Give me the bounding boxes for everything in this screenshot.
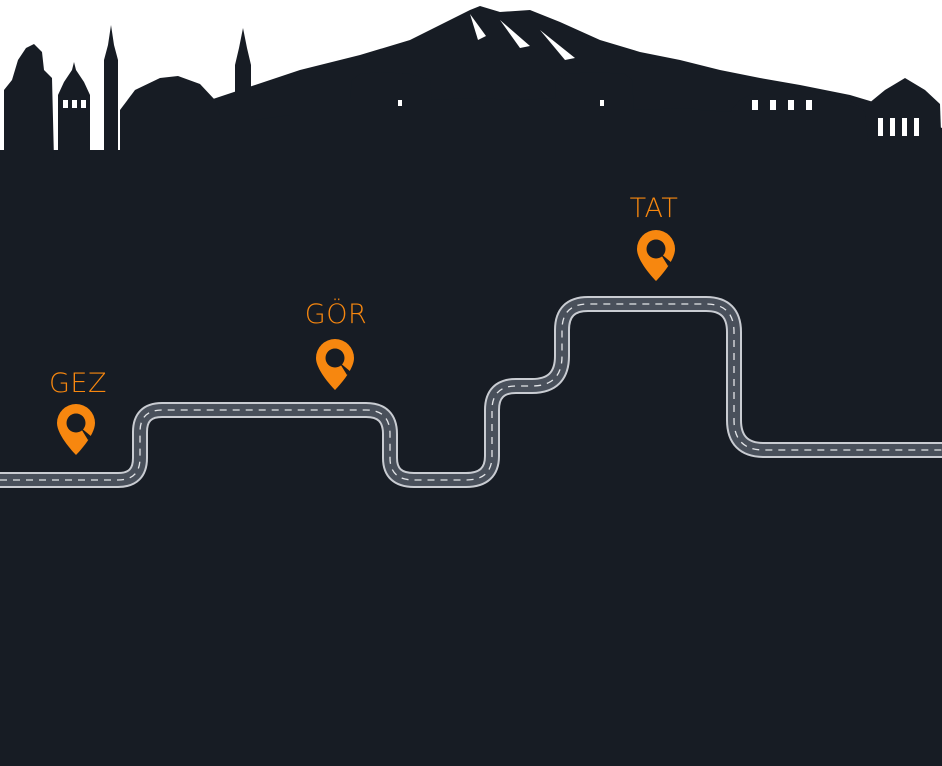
stop-label-gor: GÖR bbox=[304, 299, 368, 330]
location-pin-icon[interactable] bbox=[634, 228, 678, 284]
stop-label-tat: TAT bbox=[629, 193, 679, 224]
skyline-details bbox=[63, 14, 919, 136]
location-pin-icon[interactable] bbox=[54, 402, 98, 458]
winding-road bbox=[0, 296, 942, 488]
stop-label-gez: GEZ bbox=[49, 368, 107, 399]
city-skyline-icon bbox=[0, 6, 942, 766]
location-pin-icon[interactable] bbox=[313, 337, 357, 393]
